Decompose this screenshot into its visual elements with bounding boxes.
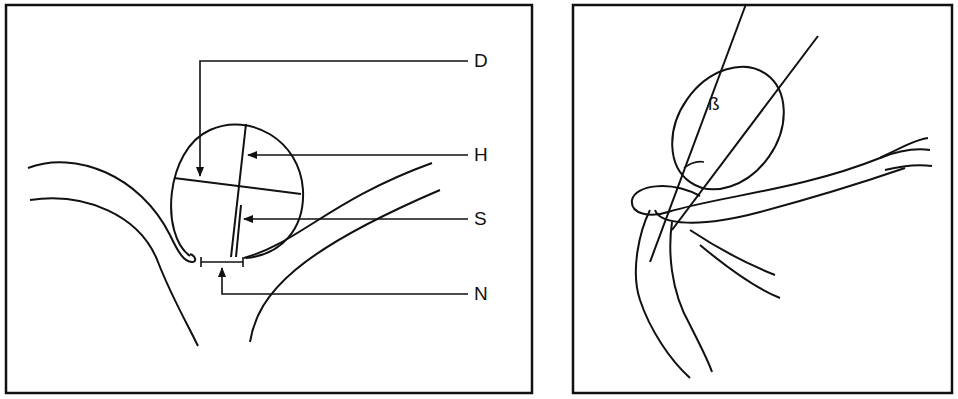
size-line	[236, 205, 241, 257]
leader-line	[244, 218, 468, 220]
leader-line	[248, 154, 468, 156]
vessel-wall	[655, 168, 905, 223]
angle-arc	[684, 162, 704, 168]
angle-label: ß	[708, 94, 720, 113]
dimension-label: S	[474, 209, 487, 228]
vessel-branch	[885, 165, 932, 170]
panel-frame	[573, 5, 952, 393]
vessel-wall	[250, 190, 440, 342]
axis-line	[650, 4, 746, 262]
dimension-label: N	[474, 284, 488, 303]
vessel-wall	[670, 222, 712, 372]
vessel-wall	[244, 163, 432, 258]
leader-line	[222, 268, 468, 294]
panel-frame	[6, 5, 532, 393]
neck-line	[201, 261, 243, 263]
vessel-branch	[700, 245, 780, 298]
leader-line	[200, 61, 468, 176]
vessel-branch	[880, 138, 928, 158]
vessel-branch	[690, 230, 775, 275]
axis-line	[672, 36, 818, 230]
vessel-wall	[636, 210, 690, 378]
vessel-wall	[632, 149, 930, 214]
neck-tick	[242, 257, 244, 267]
dimension-label: D	[474, 51, 488, 70]
neck-tick	[200, 257, 202, 267]
height-line	[231, 124, 246, 257]
dimension-label: H	[474, 145, 488, 164]
aneurysm-sac	[171, 125, 303, 258]
